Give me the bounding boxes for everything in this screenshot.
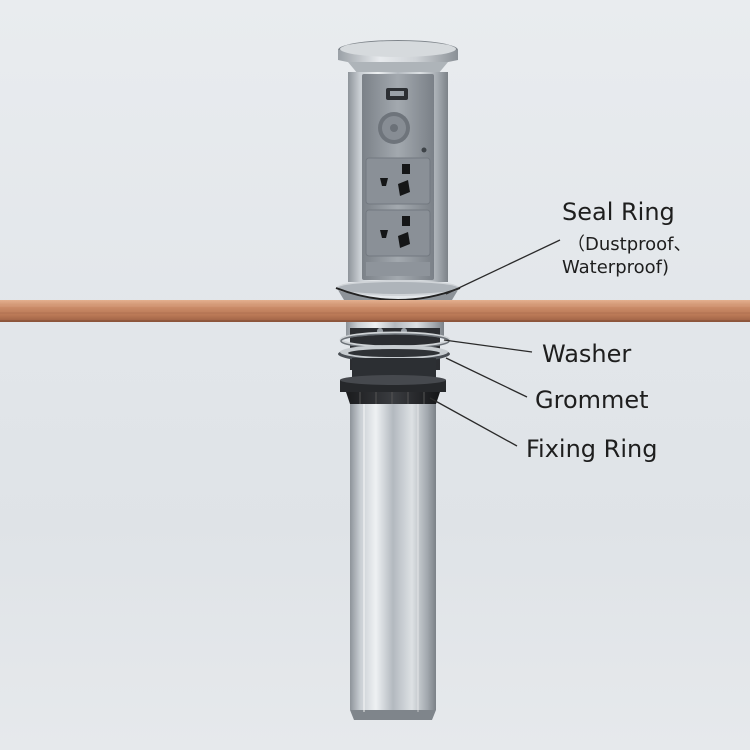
grommet-callout-line <box>445 357 528 398</box>
seal-ring-callout-line <box>445 239 561 295</box>
washer-callout-line <box>443 339 533 353</box>
grommet-label: Grommet <box>535 386 649 414</box>
universal-outlet-icon <box>365 157 431 205</box>
upper-column <box>348 72 448 282</box>
washer-label: Washer <box>542 340 632 368</box>
fixing-ring-callout-line <box>429 397 518 447</box>
fixing-ring-label: Fixing Ring <box>526 435 658 463</box>
seal-ring-label: Seal Ring <box>562 198 675 226</box>
lower-column <box>350 404 436 720</box>
top-cap-surface <box>340 41 456 57</box>
countertop <box>0 300 750 322</box>
face-plate-bottom <box>366 262 430 276</box>
usb-port-icon <box>386 88 408 100</box>
thread-body <box>352 358 436 380</box>
callout-lines <box>429 239 561 447</box>
top-cap-neck <box>348 62 448 74</box>
seal-ring-note-line2: Waterproof) <box>562 257 670 278</box>
universal-outlet-icon <box>365 209 431 257</box>
fixing-ring <box>340 375 446 404</box>
speaker-icon <box>378 112 427 153</box>
top-cap <box>338 40 458 74</box>
seal-ring-note-line1: （Dustproof、 <box>567 234 692 255</box>
